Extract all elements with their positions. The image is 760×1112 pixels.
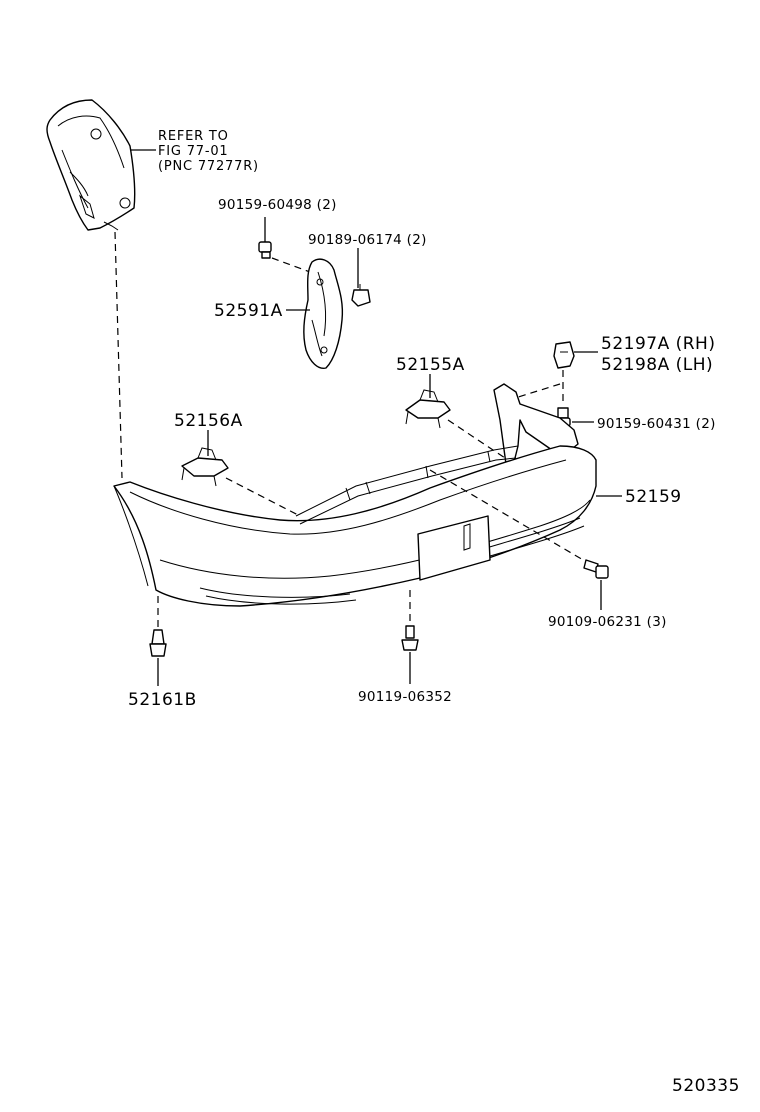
label-52159: 52159: [625, 487, 682, 507]
refer-note: REFER TO FIG 77-01 (PNC 77277R): [130, 129, 259, 174]
label-52156A: 52156A: [174, 411, 243, 431]
label-52198A: 52198A (LH): [601, 355, 713, 375]
label-90109-06231: 90109-06231 (3): [548, 614, 667, 630]
bumper-cover-52159-drawing: [113, 383, 597, 607]
bolt-90159-60498-drawing: [258, 241, 272, 259]
retainer-52156A-drawing: [181, 447, 229, 487]
clip-52161B-drawing: [149, 629, 167, 657]
clip-90189-06174-drawing: [351, 284, 371, 307]
refer-note-line-1: REFER TO: [158, 129, 229, 144]
retainer-52197A-drawing: [553, 341, 575, 369]
label-52155A: 52155A: [396, 355, 465, 375]
bracket-52591A-drawing: [303, 258, 344, 369]
label-52591A: 52591A: [214, 301, 283, 321]
refer-note-line-3: (PNC 77277R): [158, 159, 259, 174]
label-52197A: 52197A (RH): [601, 334, 715, 354]
fender-liner-drawing: [46, 99, 136, 231]
label-90189-06174: 90189-06174 (2): [308, 232, 427, 248]
bolt-90109-06231-drawing: [583, 559, 609, 579]
refer-note-line-2: FIG 77-01: [158, 144, 229, 159]
retainer-52155A-drawing: [405, 389, 451, 429]
label-90159-60498: 90159-60498 (2): [218, 197, 337, 213]
figure-number: 520335: [672, 1076, 740, 1096]
label-52161B: 52161B: [128, 690, 197, 710]
label-90119-06352: 90119-06352: [358, 689, 452, 705]
label-90159-60431: 90159-60431 (2): [597, 416, 716, 432]
screw-90119-06352-drawing: [401, 625, 419, 651]
